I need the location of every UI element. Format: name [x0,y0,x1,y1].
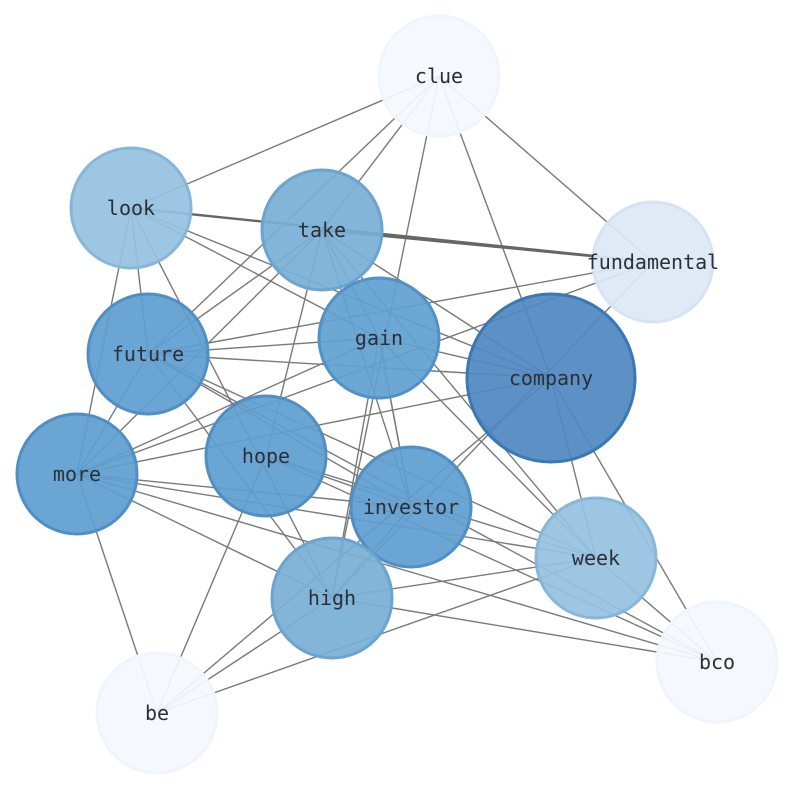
node-circle-gain [317,276,441,400]
node-fundamental: fundamental [587,200,719,324]
node-company: company [465,292,637,464]
node-look: look [69,146,193,270]
node-circle-look [69,146,193,270]
node-label-gain: gain [355,326,403,350]
node-layer: clue look take fundamental future gain company… [15,14,779,775]
node-circle-hope [204,394,328,518]
node-label-look: look [107,196,155,220]
node-label-more: more [53,462,101,486]
node-investor: investor [349,445,473,569]
node-bco: bco [655,600,779,724]
edge-more-week [76,473,597,559]
node-clue: clue [377,14,501,138]
node-circle-investor [349,445,473,569]
edge-more-bco [76,473,718,663]
node-label-hope: hope [242,444,290,468]
node-future: future [86,292,210,416]
node-hope: hope [204,394,328,518]
node-label-company: company [509,366,593,390]
node-label-take: take [298,218,346,242]
edge-high-bco [331,597,718,663]
node-label-week: week [572,546,620,570]
node-label-fundamental: fundamental [587,250,719,274]
node-label-future: future [112,342,184,366]
node-gain: gain [317,276,441,400]
node-more: more [15,412,139,536]
node-be: be [95,651,219,775]
node-circle-be [95,651,219,775]
edge-future-week [147,353,597,559]
node-circle-more [15,412,139,536]
node-circle-fundamental [591,200,715,324]
node-label-bco: bco [699,650,735,674]
node-circle-clue [377,14,501,138]
node-label-be: be [145,701,169,725]
node-high: high [270,536,394,660]
node-take: take [260,168,384,292]
node-label-clue: clue [415,64,463,88]
node-circle-week [534,496,658,620]
edge-hope-bco [265,455,718,663]
node-circle-company [465,292,637,464]
node-week: week [534,496,658,620]
node-label-high: high [308,586,356,610]
node-label-investor: investor [363,495,459,519]
node-circle-take [260,168,384,292]
node-circle-future [86,292,210,416]
node-circle-high [270,536,394,660]
node-circle-bco [655,600,779,724]
